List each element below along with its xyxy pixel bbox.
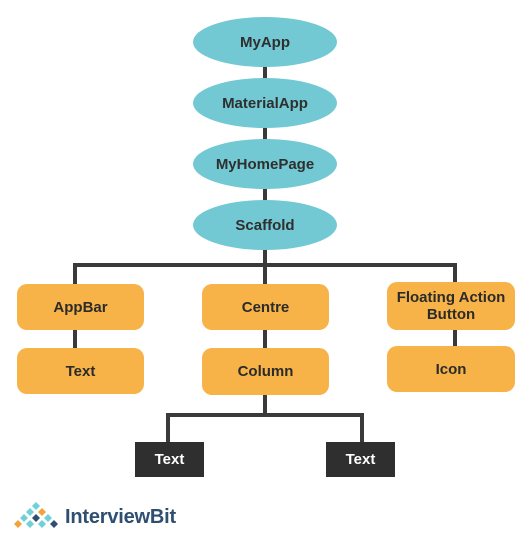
brand-name: InterviewBit [65,505,176,528]
node-fab-icon: Icon [387,346,515,392]
node-centre: Centre [202,284,329,330]
node-column-label: Column [237,363,294,380]
node-fab-label: Floating Action Button [396,289,506,323]
node-myhomepage: MyHomePage [193,139,337,189]
brand-logo: InterviewBit [14,500,176,534]
node-myhomepage-label: MyHomePage [215,155,315,173]
node-appbar-label: AppBar [53,298,108,316]
node-column-text-left: Text [135,442,204,477]
node-myapp-label: MyApp [240,33,290,51]
node-column: Column [202,348,329,395]
node-centre-label: Centre [241,298,290,316]
node-myapp: MyApp [193,17,337,67]
node-column-text-left-label: Text [154,451,185,468]
node-scaffold: Scaffold [193,200,337,250]
node-materialapp: MaterialApp [193,78,337,128]
node-appbar-text-label: Text [65,362,96,380]
node-appbar-text: Text [17,348,144,394]
node-scaffold-label: Scaffold [235,216,295,234]
interviewbit-mark-icon [14,502,58,528]
node-column-text-right-label: Text [345,451,376,468]
node-appbar: AppBar [17,284,144,330]
node-column-text-right: Text [326,442,395,477]
node-fab: Floating Action Button [387,282,515,330]
node-materialapp-label: MaterialApp [222,94,308,112]
node-fab-icon-label: Icon [435,360,467,378]
